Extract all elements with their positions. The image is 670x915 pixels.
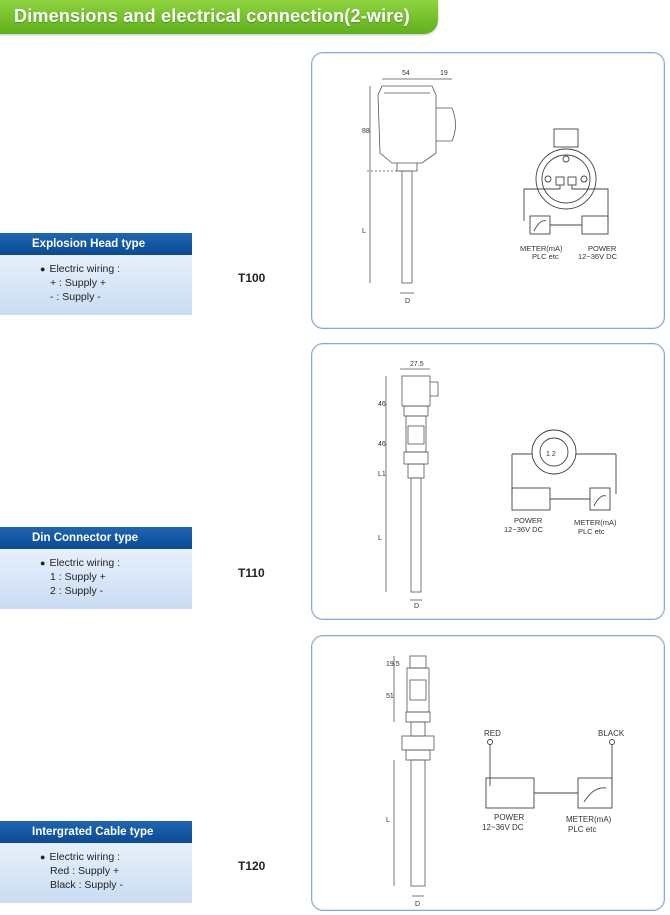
bullet-icon: ●	[40, 558, 46, 568]
section-banner: Dimensions and electrical connection(2-w…	[0, 0, 438, 34]
meter-label: METER(mA)	[566, 815, 612, 824]
wiring-title: Electric wiring :	[49, 851, 121, 863]
dim-dia: D	[414, 603, 419, 610]
wiring-title: Electric wiring :	[49, 557, 121, 569]
dim-width: 54	[402, 70, 410, 77]
dim-height: 88	[362, 128, 370, 135]
diagram-panel-t120: 19.5 51 L D RED BLACK POWER 12~36V DC ME…	[311, 635, 665, 911]
meter-sub: PLC etc	[532, 252, 559, 261]
red-wire-label: RED	[484, 729, 501, 738]
bullet-icon: ●	[40, 852, 46, 862]
power-sub: 12~36V DC	[578, 252, 618, 261]
wiring-text: ●Electric wiring : Red : Supply + Black …	[40, 850, 123, 892]
dim-length: L	[378, 535, 382, 542]
wiring-line: Red : Supply +	[50, 865, 120, 877]
power-label: POWER	[494, 813, 524, 822]
diagram-panel-t110: 27.5 46 46 L1 L D 1 2 POWER 12~36V DC ME…	[311, 343, 665, 620]
dim-width: 27.5	[410, 361, 424, 368]
meter-label: METER(mA)	[520, 244, 563, 253]
model-label: T100	[238, 271, 266, 285]
type-label: Din Connector type	[0, 527, 192, 549]
dim-top: 19.5	[386, 661, 400, 668]
wiring-title: Electric wiring :	[49, 263, 121, 275]
page-title: Dimensions and electrical connection(2-w…	[14, 6, 410, 26]
dim-side: 19	[440, 70, 448, 77]
dim-length: L	[362, 228, 366, 235]
dim-h2: 46	[378, 441, 386, 448]
power-label: POWER	[514, 516, 543, 525]
t110-drawing: 27.5 46 46 L1 L D 1 2 POWER 12~36V DC ME…	[378, 361, 617, 610]
dim-length: L	[386, 817, 390, 824]
meter-label: METER(mA)	[574, 518, 617, 527]
power-label: POWER	[588, 244, 617, 253]
dim-dia: D	[405, 298, 410, 305]
wiring-text: ●Electric wiring : + : Supply + - : Supp…	[40, 262, 120, 304]
black-wire-label: BLACK	[598, 729, 625, 738]
dim-dia: D	[415, 901, 420, 908]
power-sub: 12~36V DC	[482, 823, 524, 832]
wiring-box: ●Electric wiring : Red : Supply + Black …	[0, 843, 192, 903]
type-label: Explosion Head type	[0, 233, 192, 255]
t100-drawing: 54 19 88 L D METER(mA) PLC etc POWER	[362, 70, 618, 305]
wiring-line: Black : Supply -	[50, 879, 123, 891]
wiring-box: ●Electric wiring : + : Supply + - : Supp…	[0, 255, 192, 315]
wiring-line: 2 : Supply -	[50, 585, 104, 597]
wiring-line: 1 : Supply +	[50, 571, 106, 583]
connector-pins: 1 2	[546, 451, 556, 458]
model-label: T120	[238, 859, 266, 873]
t120-drawing: 19.5 51 L D RED BLACK POWER 12~36V DC ME…	[386, 655, 625, 908]
dim-h1: 51	[386, 693, 394, 700]
wiring-box: ●Electric wiring : 1 : Supply + 2 : Supp…	[0, 549, 192, 609]
wiring-line: - : Supply -	[50, 291, 101, 303]
diagram-panel-t100: 54 19 88 L D METER(mA) PLC etc POWER	[311, 52, 665, 329]
dim-h1: 46	[378, 401, 386, 408]
dim-l1: L1	[378, 471, 386, 478]
bullet-icon: ●	[40, 264, 46, 274]
type-card-explosion-head: Explosion Head type ●Electric wiring : +…	[0, 233, 192, 315]
type-label: Intergrated Cable type	[0, 821, 192, 843]
meter-sub: PLC etc	[568, 825, 596, 834]
wiring-text: ●Electric wiring : 1 : Supply + 2 : Supp…	[40, 556, 120, 598]
type-card-din-connector: Din Connector type ●Electric wiring : 1 …	[0, 527, 192, 609]
model-label: T110	[238, 566, 265, 580]
meter-sub: PLC etc	[578, 527, 605, 536]
type-card-integrated-cable: Intergrated Cable type ●Electric wiring …	[0, 821, 192, 903]
wiring-line: + : Supply +	[50, 277, 107, 289]
power-sub: 12~36V DC	[504, 525, 544, 534]
